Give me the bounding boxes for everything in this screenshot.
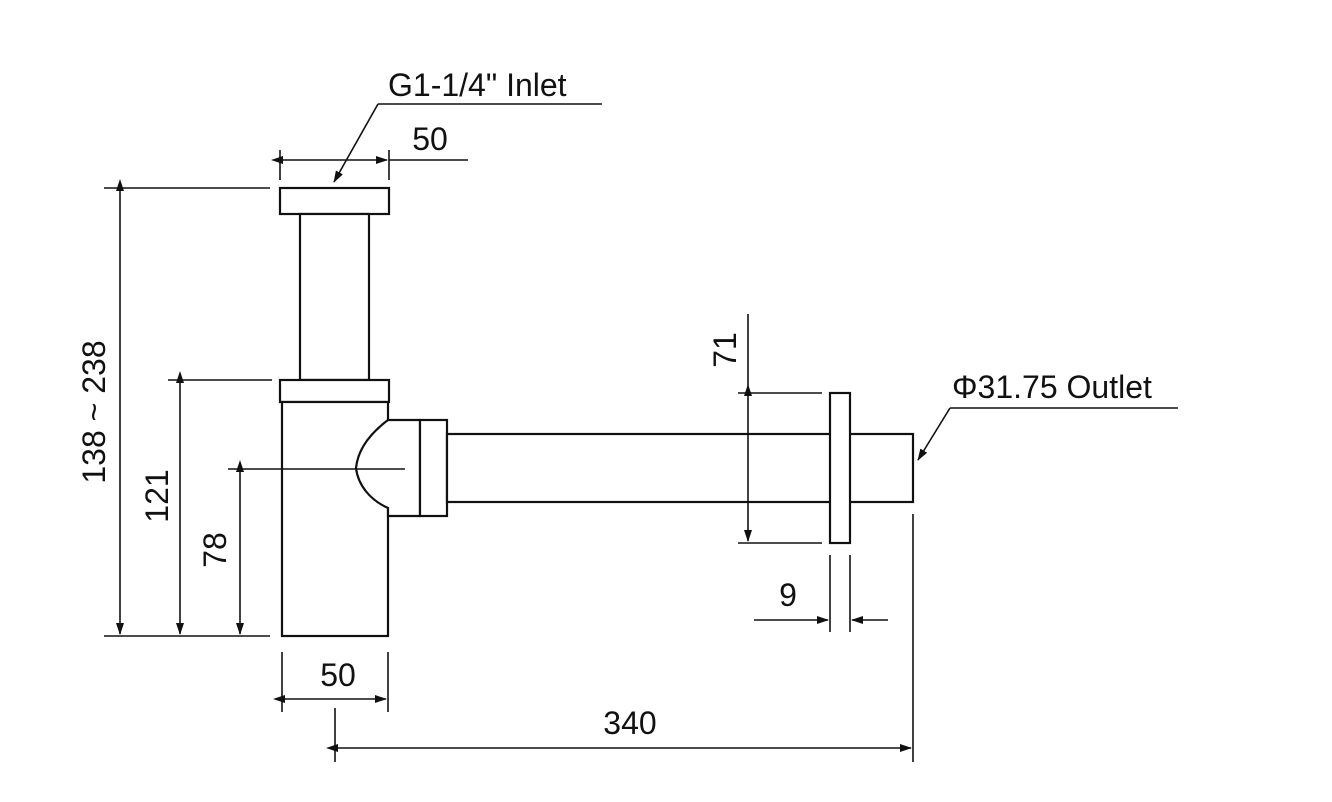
dim-flange-height: 71	[707, 314, 822, 544]
trap-part	[278, 186, 915, 638]
dim-total-length-label: 340	[603, 705, 656, 741]
inlet-label: G1-1/4" Inlet	[388, 67, 567, 103]
dim-height-range: 138 ~ 238	[76, 179, 270, 637]
dim-body-width-label: 50	[320, 657, 356, 693]
inlet-cap	[278, 186, 391, 216]
branch-nut	[418, 418, 449, 518]
dim-body-height-label: 121	[139, 469, 175, 522]
inlet-tube	[298, 212, 371, 382]
dim-total-length: 340	[326, 514, 914, 762]
wall-flange	[828, 391, 852, 545]
dim-body-height: 121	[139, 371, 272, 635]
outlet-callout: Φ31.75 Outlet	[917, 369, 1178, 461]
dim-flange-thickness: 9	[754, 555, 888, 632]
dim-inlet-width-label: 50	[412, 121, 448, 157]
branch-nozzle	[354, 418, 422, 518]
dim-body-width: 50	[273, 652, 389, 712]
dim-flange-height-label: 71	[707, 332, 743, 368]
dim-flange-thickness-label: 9	[779, 577, 797, 613]
dim-outlet-center-height: 78	[197, 460, 244, 635]
dim-inlet-width: 50	[271, 121, 468, 180]
dim-outlet-center-height-label: 78	[197, 532, 233, 568]
outlet-label: Φ31.75 Outlet	[952, 369, 1152, 405]
inlet-callout: G1-1/4" Inlet	[333, 67, 602, 183]
dim-height-range-label: 138 ~ 238	[76, 340, 112, 483]
body-collar	[278, 378, 391, 404]
